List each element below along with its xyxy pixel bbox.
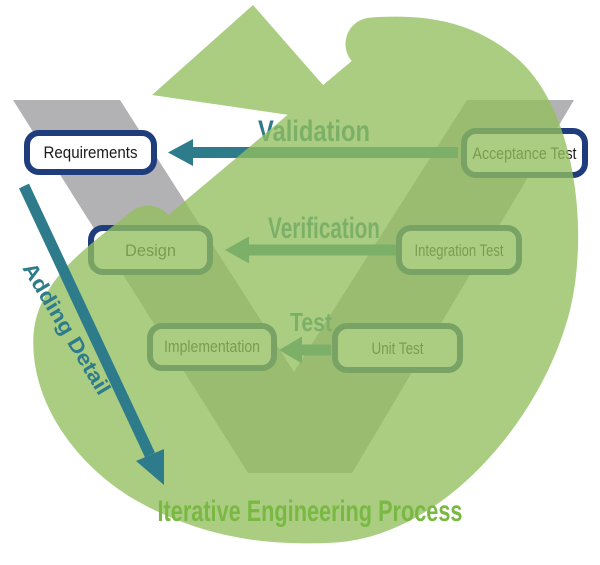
cycle-arrowhead-icon <box>152 5 358 125</box>
caption: Iterative Engineering Process <box>158 495 463 528</box>
cycle-arc <box>33 16 579 544</box>
iterative-cycle-arrow <box>33 5 579 544</box>
requirements-box <box>24 130 157 175</box>
requirements-label: Requirements <box>44 143 138 162</box>
adding-detail-shaft <box>19 183 155 458</box>
box-requirements: Requirements <box>24 130 157 175</box>
adding-detail-arrowhead-icon <box>136 449 164 485</box>
